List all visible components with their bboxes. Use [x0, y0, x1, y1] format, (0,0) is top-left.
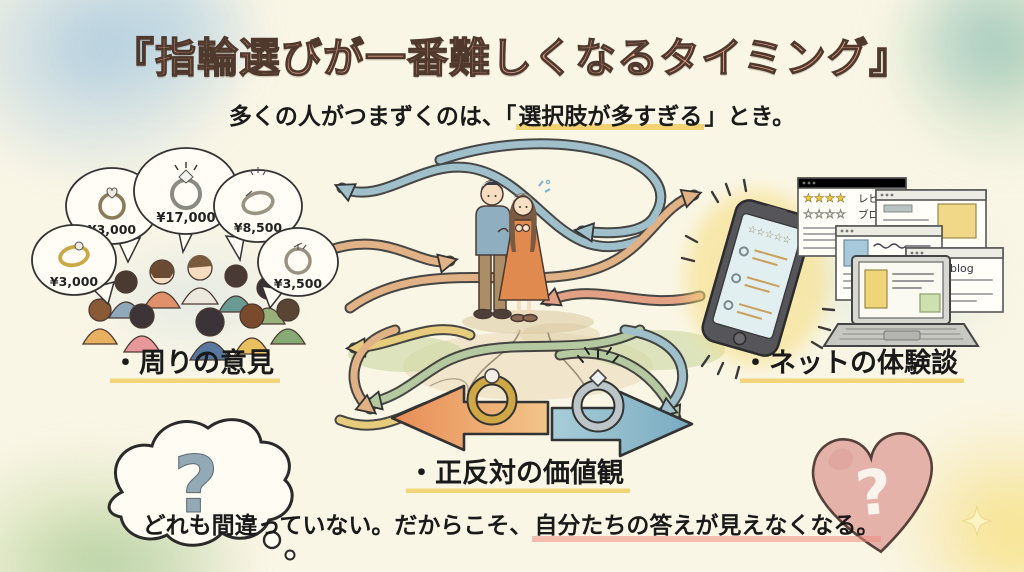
laptop-illustration	[822, 255, 980, 347]
cloud-question-mark: ?	[173, 441, 218, 531]
price-text-4: ¥3,000	[50, 274, 99, 289]
sparkle-icon	[961, 505, 993, 537]
blog-label-en: blog	[950, 262, 974, 275]
stars-outline: ☆☆☆☆	[803, 207, 846, 221]
subtitle-highlight: 選択肢が多すぎる	[516, 104, 705, 130]
bottom-message: どれも間違っていない。だからこそ、自分たちの答えが見えなくなる。	[0, 506, 1024, 542]
speech-bubbles: ¥3,000 ¥17,000 ¥8,500	[31, 147, 339, 310]
gold-ring-icon	[466, 368, 518, 426]
bottom-pre: どれも間違っていない。だからこそ、	[142, 513, 533, 539]
bottom-highlight: 自分たちの答えが見えなくなる。	[532, 513, 882, 542]
opposing-arrows	[390, 347, 694, 458]
phone-illustration: ☆☆☆☆☆	[680, 178, 836, 380]
price-text-2: ¥17,000	[156, 211, 215, 226]
price-text-5: ¥3,500	[274, 276, 323, 291]
page-title: 『指輪選びが一番難しくなるタイミング』	[112, 33, 911, 82]
speech-bubble-4: ¥3,000	[31, 224, 117, 306]
man-figure	[473, 179, 517, 320]
label-opposite-values: ・正反対の価値観	[406, 458, 630, 493]
label-online-reviews: ・ネットの体験談	[740, 348, 964, 383]
price-text-3: ¥8,500	[234, 220, 283, 235]
silver-ring-icon	[571, 347, 625, 433]
subtitle-post: 」とき。	[704, 104, 796, 130]
crowd-illustration	[81, 254, 307, 361]
woman-figure	[498, 179, 551, 323]
browser-windows: ★★★★ レビュー ☆☆☆☆ ブログ ★★★★	[797, 177, 1004, 347]
speech-bubble-3: ¥8,500	[213, 167, 303, 263]
tangle-arrows	[324, 138, 706, 431]
subtitle-pre: 多くの人がつまずくのは、「	[228, 104, 517, 130]
page-subtitle: 多くの人がつまずくのは、「選択肢が多すぎる」とき。	[0, 97, 1024, 131]
couple-illustration	[462, 179, 594, 334]
label-surrounding-opinions: ・周りの意見	[110, 348, 280, 383]
stars-filled: ★★★★	[803, 191, 846, 205]
phone-rays	[680, 178, 836, 380]
speech-bubble-5: ¥3,500	[257, 227, 339, 310]
thought-cloud: ?	[107, 418, 296, 561]
